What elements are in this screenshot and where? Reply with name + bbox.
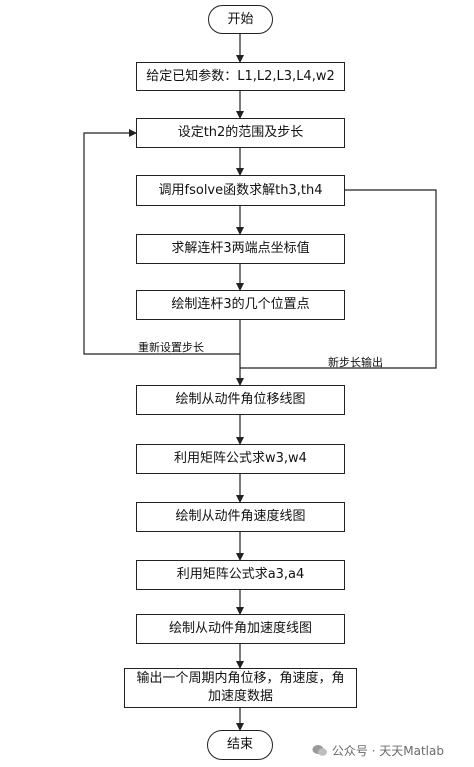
call-fsolve-node: 调用fsolve函数求解th3,th4 xyxy=(136,175,345,206)
reset-step-label: 重新设置步长 xyxy=(138,341,204,354)
draw-velocity-node: 绘制从动件角速度线图 xyxy=(136,502,345,532)
draw-link3-label: 绘制连杆3的几个位置点 xyxy=(171,297,310,312)
draw-link3-node: 绘制连杆3的几个位置点 xyxy=(136,290,345,320)
given-params-label: 给定已知参数：L1,L2,L3,L4,w2 xyxy=(146,68,335,84)
watermark: 公众号 · 天天Matlab xyxy=(312,742,444,760)
start-label: 开始 xyxy=(227,11,254,27)
matrix-a-node: 利用矩阵公式求a3,a4 xyxy=(136,560,345,590)
set-th2-label: 设定th2的范围及步长 xyxy=(177,125,304,140)
wechat-icon xyxy=(312,744,328,760)
end-node: 结束 xyxy=(207,730,273,760)
end-label: 结束 xyxy=(226,737,253,752)
watermark-text: 公众号 · 天天Matlab xyxy=(331,744,444,758)
new-step-output-label: 新步长输出 xyxy=(328,356,383,369)
set-th2-node: 设定th2的范围及步长 xyxy=(136,118,345,148)
solve-link3-node: 求解连杆3两端点坐标值 xyxy=(136,234,345,264)
draw-velocity-label: 绘制从动件角速度线图 xyxy=(175,509,306,524)
output-label: 输出一个周期内角位移，角速度，角加速度数据 xyxy=(136,671,345,704)
output-node: 输出一个周期内角位移，角速度，角加速度数据 xyxy=(124,668,357,708)
draw-displacement-node: 绘制从动件角位移线图 xyxy=(136,385,345,415)
matrix-a-label: 利用矩阵公式求a3,a4 xyxy=(176,567,305,582)
draw-acceleration-node: 绘制从动件角加速度线图 xyxy=(136,614,345,644)
matrix-w-node: 利用矩阵公式求w3,w4 xyxy=(136,444,345,474)
draw-acceleration-label: 绘制从动件角加速度线图 xyxy=(168,621,312,636)
draw-displacement-label: 绘制从动件角位移线图 xyxy=(175,392,306,407)
matrix-w-label: 利用矩阵公式求w3,w4 xyxy=(174,451,307,466)
solve-link3-label: 求解连杆3两端点坐标值 xyxy=(171,241,310,256)
given-params-node: 给定已知参数：L1,L2,L3,L4,w2 xyxy=(136,62,345,91)
start-node: 开始 xyxy=(208,5,273,34)
call-fsolve-label: 调用fsolve函数求解th3,th4 xyxy=(158,182,323,198)
